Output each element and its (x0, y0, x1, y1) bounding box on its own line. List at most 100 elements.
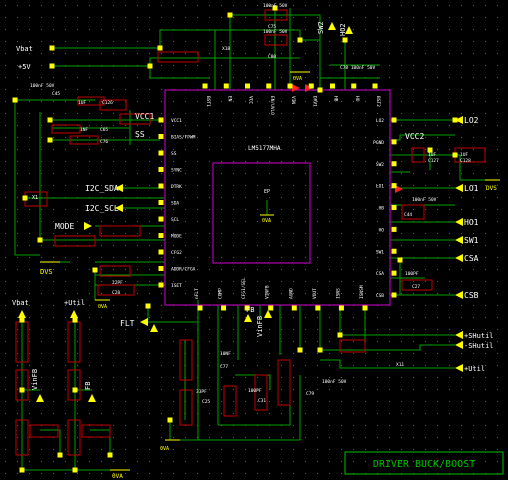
junction-18 (427, 147, 433, 153)
net-ss: SS (135, 130, 145, 139)
title-block (344, 451, 504, 475)
junction-12 (22, 195, 28, 201)
junction-29 (107, 452, 113, 458)
comp-c28: C28 (112, 290, 120, 296)
pin-bottom-marker-0 (197, 305, 203, 311)
comp-c-top2: C75 (268, 24, 276, 30)
pin-right-marker-6 (391, 248, 397, 254)
junction-13 (37, 237, 43, 243)
net-dvs-right: DVS (486, 185, 497, 192)
pin-bottom-4: AGND (288, 288, 294, 299)
junction-6 (297, 37, 303, 43)
comp-c77-val: 10NF (220, 351, 231, 357)
comp-c77: C77 (220, 364, 228, 370)
net-vcc2: VCC2 (405, 132, 424, 141)
net-util-bottom: +Util (64, 299, 85, 307)
comp-x18: X18 (222, 46, 230, 52)
net-csb: CSB (464, 291, 479, 300)
pin-left-marker-9 (158, 266, 164, 271)
pin-top-2: VCC (248, 96, 254, 104)
net-vbat: Vbat (16, 45, 33, 53)
comp-c44-val: 100nF 50V (412, 197, 437, 203)
net-csa: CSA (464, 254, 479, 263)
junction-3 (147, 63, 153, 69)
net-fb-bottom: FB (84, 382, 92, 390)
gnd-left: 0VA (98, 304, 107, 310)
net-lo1: LO1 (464, 184, 479, 193)
ic-u6 (164, 89, 391, 306)
pin-top-marker-8 (372, 83, 378, 89)
pin-left-marker-0 (158, 117, 164, 123)
comp-c127: C127 (428, 158, 439, 164)
pin-right-0: LO2 (376, 118, 384, 124)
junction-10 (47, 117, 53, 123)
pin-top-5: DRV1 (311, 96, 317, 107)
pin-left-5: SDA (171, 201, 179, 207)
pin-right-marker-8 (391, 292, 397, 298)
net-mode: MODE (55, 222, 74, 231)
net-5v: +5V (18, 63, 31, 71)
gnd-bottom: 0VA (160, 446, 169, 452)
net-vinfb-bottom: VinFB (31, 369, 39, 390)
pin-right-marker-3 (391, 183, 397, 189)
net-shutil-m: -SHutil (464, 342, 494, 350)
junction-1 (49, 63, 55, 69)
junctions (12, 5, 458, 473)
junction-26 (19, 387, 25, 393)
pin-left-3: SYNC (171, 168, 182, 174)
comp-c27-val: 100PF (405, 271, 419, 277)
comp-c31-val: 100PF (248, 388, 262, 394)
junction-23 (167, 417, 173, 423)
comp-c128: C128 (460, 158, 471, 164)
pin-left-0: VCC1 (171, 118, 182, 124)
pin-right-marker-1 (391, 139, 397, 145)
pin-left-marker-4 (158, 183, 164, 189)
pin-right-marker-5 (391, 226, 397, 232)
pin-left-marker-3 (158, 167, 164, 172)
pin-top-marker-5 (308, 83, 314, 89)
comp-c44: C44 (404, 212, 412, 218)
net-vbat-bottom: Vbat (12, 299, 29, 307)
net-ho2: HO2 (339, 23, 347, 36)
pin-left-6: SCL (171, 217, 179, 223)
comp-c31: C31 (258, 398, 266, 404)
junction-28 (57, 452, 63, 458)
junction-14 (92, 267, 98, 273)
junction-27 (72, 387, 78, 393)
pin-right-8: CSB (376, 293, 384, 299)
pin-right-1: PGND (373, 140, 384, 146)
chip-gnd-label: 0VA (262, 218, 271, 224)
pin-right-5: HO (379, 227, 385, 233)
junction-25 (72, 317, 78, 323)
pin-top-marker-7 (351, 83, 357, 89)
pin-right-2: SW2 (376, 162, 384, 168)
pin-left-7: MODE (171, 234, 182, 240)
pin-bottom-3: VINFB (265, 285, 271, 299)
junction-22 (337, 332, 343, 338)
comp-c78: C78 100nF 50V (340, 65, 376, 71)
junction-7 (317, 87, 323, 93)
pin-bottom-2: CFG1/SEL (241, 277, 247, 299)
pin-top-marker-6 (330, 83, 335, 89)
net-vcc1: VCC1 (135, 112, 154, 121)
comp-c127-val: 1UF (428, 152, 436, 158)
net-sw1: SW1 (464, 236, 479, 245)
pin-right-marker-2 (391, 161, 397, 167)
pin-right-marker-7 (391, 270, 397, 276)
junction-9 (12, 97, 18, 103)
comp-c25: C25 (202, 399, 210, 405)
junction-21 (317, 347, 323, 353)
comp-c28-val: 22PF (112, 280, 123, 286)
pin-bottom-5: VOUT (312, 288, 318, 299)
junction-20 (297, 347, 303, 353)
pin-left-2: SS (171, 151, 177, 157)
junction-2 (157, 45, 163, 51)
pin-right-4: HB (379, 206, 385, 212)
comp-x11: X11 (396, 362, 404, 368)
pin-left-marker-10 (158, 282, 164, 288)
junction-31 (72, 467, 78, 473)
pin-left-marker-2 (158, 150, 164, 156)
junction-11 (47, 137, 53, 143)
